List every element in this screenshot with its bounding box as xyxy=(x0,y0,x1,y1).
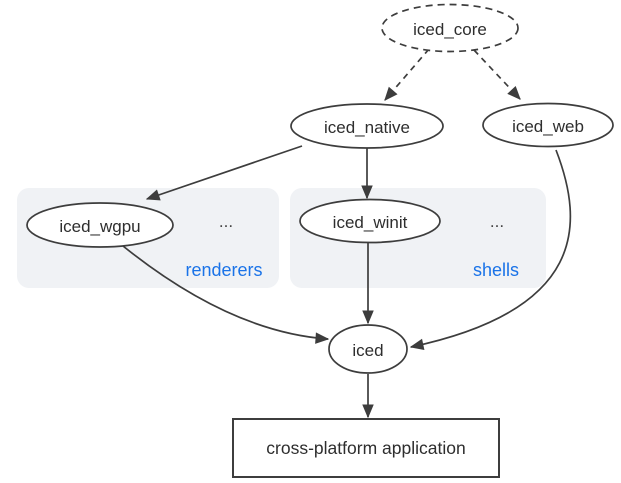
iced-native-ellipse xyxy=(290,103,444,149)
edge-iced_core-iced_native xyxy=(385,48,430,100)
iced-web-label: iced_web xyxy=(512,117,584,136)
node-iced-wgpu: iced_wgpu xyxy=(26,202,174,248)
iced-winit-label: iced_winit xyxy=(333,213,408,232)
node-iced-web: iced_web xyxy=(482,102,614,148)
iced-core-ellipse xyxy=(381,3,519,53)
node-iced-winit: iced_winit xyxy=(299,198,441,244)
renderers-group-label: renderers xyxy=(185,260,262,280)
app-label: cross-platform application xyxy=(266,438,465,458)
edges xyxy=(122,48,572,417)
shells-group-label: shells xyxy=(473,260,519,280)
node-cross-platform-application: cross-platform application xyxy=(232,418,500,478)
shells-ellipsis: ... xyxy=(490,212,504,231)
node-iced: iced xyxy=(328,324,408,374)
node-iced-core: iced_core xyxy=(381,3,519,53)
iced-wgpu-label: iced_wgpu xyxy=(59,217,140,236)
app-rect xyxy=(232,418,500,478)
iced-winit-ellipse xyxy=(299,198,441,244)
iced-wgpu-ellipse xyxy=(26,202,174,248)
iced-core-label: iced_core xyxy=(413,20,487,39)
edge-iced_web-iced xyxy=(411,149,572,347)
iced-ellipse xyxy=(328,324,408,374)
edge-iced_wgpu-iced xyxy=(122,245,328,339)
node-iced-native: iced_native xyxy=(290,103,444,149)
iced-label: iced xyxy=(352,341,383,360)
edge-iced_core-iced_web xyxy=(473,49,520,99)
iced-web-ellipse xyxy=(482,102,614,148)
edge-iced_native-iced_wgpu xyxy=(147,145,303,199)
renderers-ellipsis: ... xyxy=(219,212,233,231)
iced-native-label: iced_native xyxy=(324,118,410,137)
